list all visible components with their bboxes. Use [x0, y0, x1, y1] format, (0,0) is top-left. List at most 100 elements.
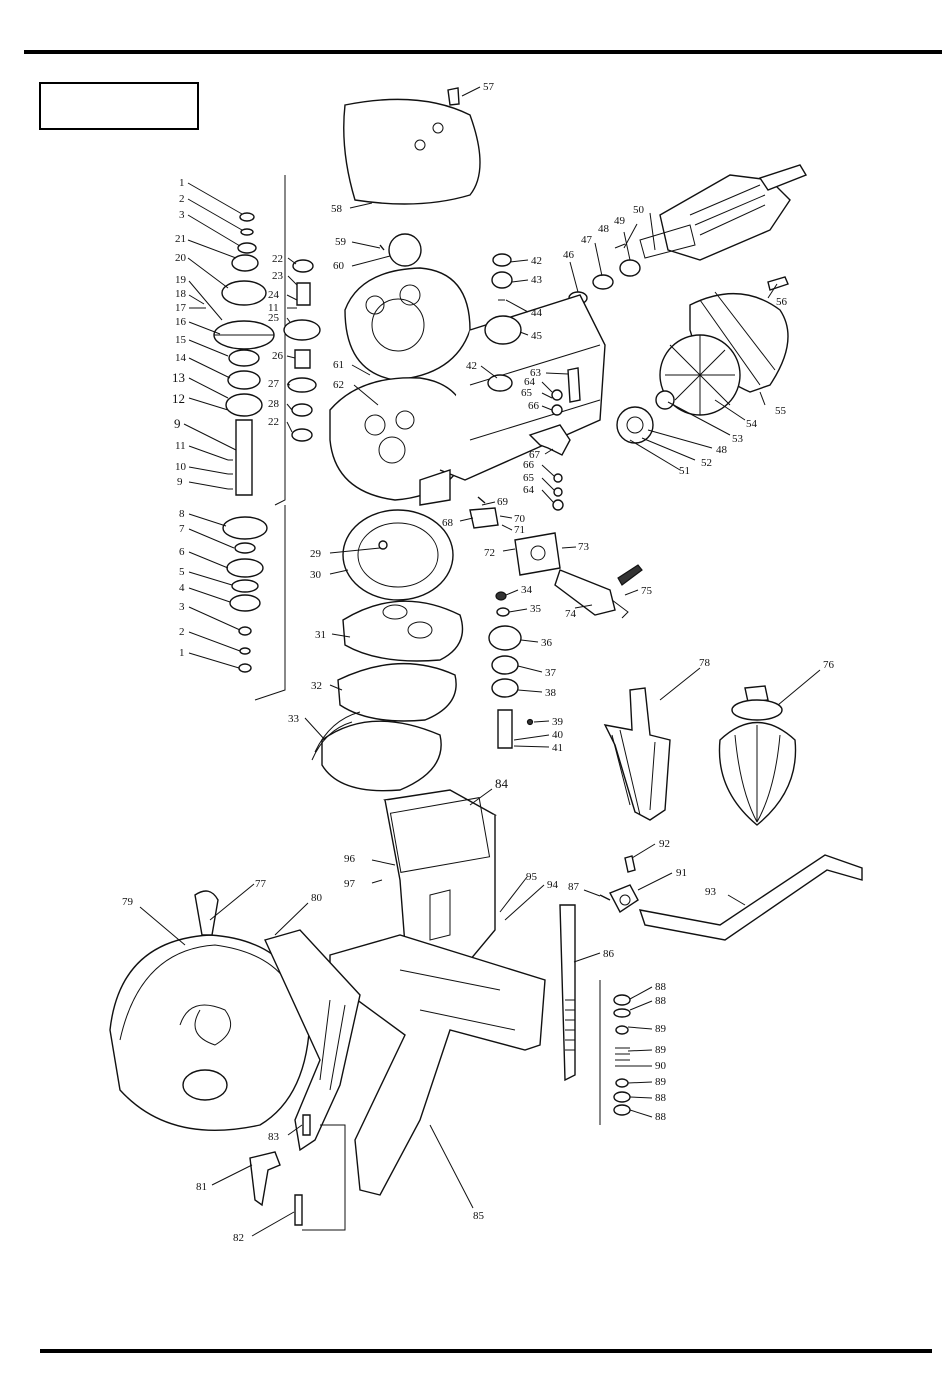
callout-11: 11: [175, 440, 186, 452]
callout-38: 38: [545, 687, 557, 699]
callout-56: 56: [776, 296, 788, 308]
callout-29: 29: [310, 548, 322, 560]
callout-14: 14: [175, 352, 187, 364]
callout-45: 45: [531, 330, 543, 342]
callout-73: 73: [578, 541, 590, 553]
callout-22b: 22: [268, 416, 279, 428]
callout-26: 26: [272, 350, 284, 362]
callout-16: 16: [175, 316, 187, 328]
callout-19: 19: [175, 274, 187, 286]
callout-65b: 65: [523, 472, 535, 484]
callout-21: 21: [175, 233, 186, 245]
callout-90: 90: [655, 1060, 667, 1072]
middle-gear-stack: [283, 259, 321, 442]
callout-2: 2: [179, 193, 185, 205]
callout-55: 55: [775, 405, 787, 417]
callout-48: 48: [598, 223, 610, 235]
callout-47: 47: [581, 234, 593, 246]
callout-6: 6: [179, 546, 185, 558]
callout-88b: 88: [655, 995, 667, 1007]
callout-88c: 88: [655, 1092, 667, 1104]
planet-gear-stack: [488, 591, 534, 749]
callout-48b: 48: [716, 444, 728, 456]
callout-31: 31: [315, 629, 326, 641]
callout-66b: 66: [523, 459, 535, 471]
callout-97: 97: [344, 878, 356, 890]
callout-23: 23: [272, 270, 284, 282]
callout-46: 46: [563, 249, 575, 261]
callout-57: 57: [483, 81, 495, 93]
callout-70: 70: [514, 513, 526, 525]
callout-53: 53: [732, 433, 744, 445]
bowl-arm-80: [264, 929, 361, 1152]
callout-75: 75: [641, 585, 653, 597]
callout-42: 42: [531, 255, 542, 267]
callout-85: 85: [473, 1210, 485, 1222]
callout-72: 72: [484, 547, 495, 559]
callout-62: 62: [333, 379, 344, 391]
callout-22: 22: [272, 253, 283, 265]
callout-60: 60: [333, 260, 345, 272]
callout-52: 52: [701, 457, 712, 469]
dough-hook-78: [603, 687, 671, 821]
callout-20: 20: [175, 252, 187, 264]
callout-35: 35: [530, 603, 542, 615]
top-rule: [24, 50, 942, 54]
callout-labels: 1 2 3 21 20 19 18 17 16 15 14 13 12 9 11…: [122, 81, 835, 1244]
callout-12: 12: [172, 391, 185, 406]
callout-77: 77: [255, 878, 267, 890]
callout-27: 27: [268, 378, 280, 390]
callout-7: 7: [179, 523, 185, 535]
callout-4: 4: [179, 582, 185, 594]
callout-40: 40: [552, 729, 564, 741]
callout-88a: 88: [655, 981, 667, 993]
callout-2b: 2: [179, 626, 185, 638]
leader-lines: [139, 86, 821, 1237]
callout-32: 32: [311, 680, 322, 692]
base: [329, 934, 546, 1196]
callout-61: 61: [333, 359, 344, 371]
callout-41: 41: [552, 742, 563, 754]
callout-87: 87: [568, 881, 580, 893]
callout-13: 13: [172, 370, 185, 385]
callout-36: 36: [541, 637, 553, 649]
callout-82: 82: [233, 1232, 244, 1244]
callout-86: 86: [603, 948, 615, 960]
callout-81: 81: [196, 1181, 207, 1193]
callout-39: 39: [552, 716, 564, 728]
callout-28: 28: [268, 398, 280, 410]
callout-83: 83: [268, 1131, 280, 1143]
callout-43: 43: [531, 274, 543, 286]
right-small-stack: [484, 253, 581, 511]
callout-91: 91: [676, 867, 687, 879]
callout-37: 37: [545, 667, 557, 679]
bottom-rule: [40, 1349, 932, 1353]
callout-10: 10: [175, 461, 187, 473]
callout-92: 92: [659, 838, 670, 850]
callout-33: 33: [288, 713, 300, 725]
callout-11b: 11: [268, 302, 279, 314]
motor-assembly: [639, 164, 808, 261]
callout-96: 96: [344, 853, 356, 865]
callout-42b: 42: [466, 360, 477, 372]
callout-9: 9: [174, 416, 181, 431]
bowl-79: [109, 890, 311, 1131]
callout-64b: 64: [523, 484, 535, 496]
callout-34: 34: [521, 584, 533, 596]
callout-5: 5: [179, 566, 185, 578]
callout-95: 95: [526, 871, 538, 883]
bowl-lock-parts: [249, 1114, 346, 1231]
lift-handle-assembly: [559, 854, 863, 1125]
callout-24: 24: [268, 289, 280, 301]
callout-64: 64: [524, 376, 536, 388]
callout-68: 68: [442, 517, 454, 529]
callout-93: 93: [705, 886, 717, 898]
callout-89a: 89: [655, 1023, 667, 1035]
callout-25: 25: [268, 312, 280, 324]
callout-58: 58: [331, 203, 343, 215]
callout-79: 79: [122, 896, 134, 908]
callout-78: 78: [699, 657, 711, 669]
callout-80: 80: [311, 892, 323, 904]
title-box: [39, 82, 199, 130]
